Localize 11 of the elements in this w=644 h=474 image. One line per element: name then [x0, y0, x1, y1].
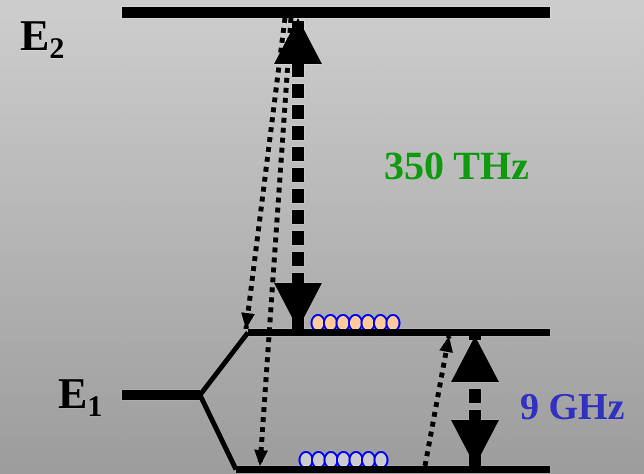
connector-line: [198, 330, 250, 397]
energy-level-label: E$_{1}$: [58, 372, 102, 416]
energy-level-label: E$_{2}$: [20, 14, 64, 58]
connector-line: [198, 394, 238, 471]
transition-arrow: [274, 18, 322, 329]
frequency-label: 350 THz: [384, 146, 529, 186]
dotted-arrow: [422, 336, 453, 466]
dotted-arrow: [241, 18, 288, 330]
dotted-arrow: [254, 18, 294, 466]
transition-arrow: [451, 336, 499, 466]
frequency-label: 9 GHz: [520, 388, 624, 426]
